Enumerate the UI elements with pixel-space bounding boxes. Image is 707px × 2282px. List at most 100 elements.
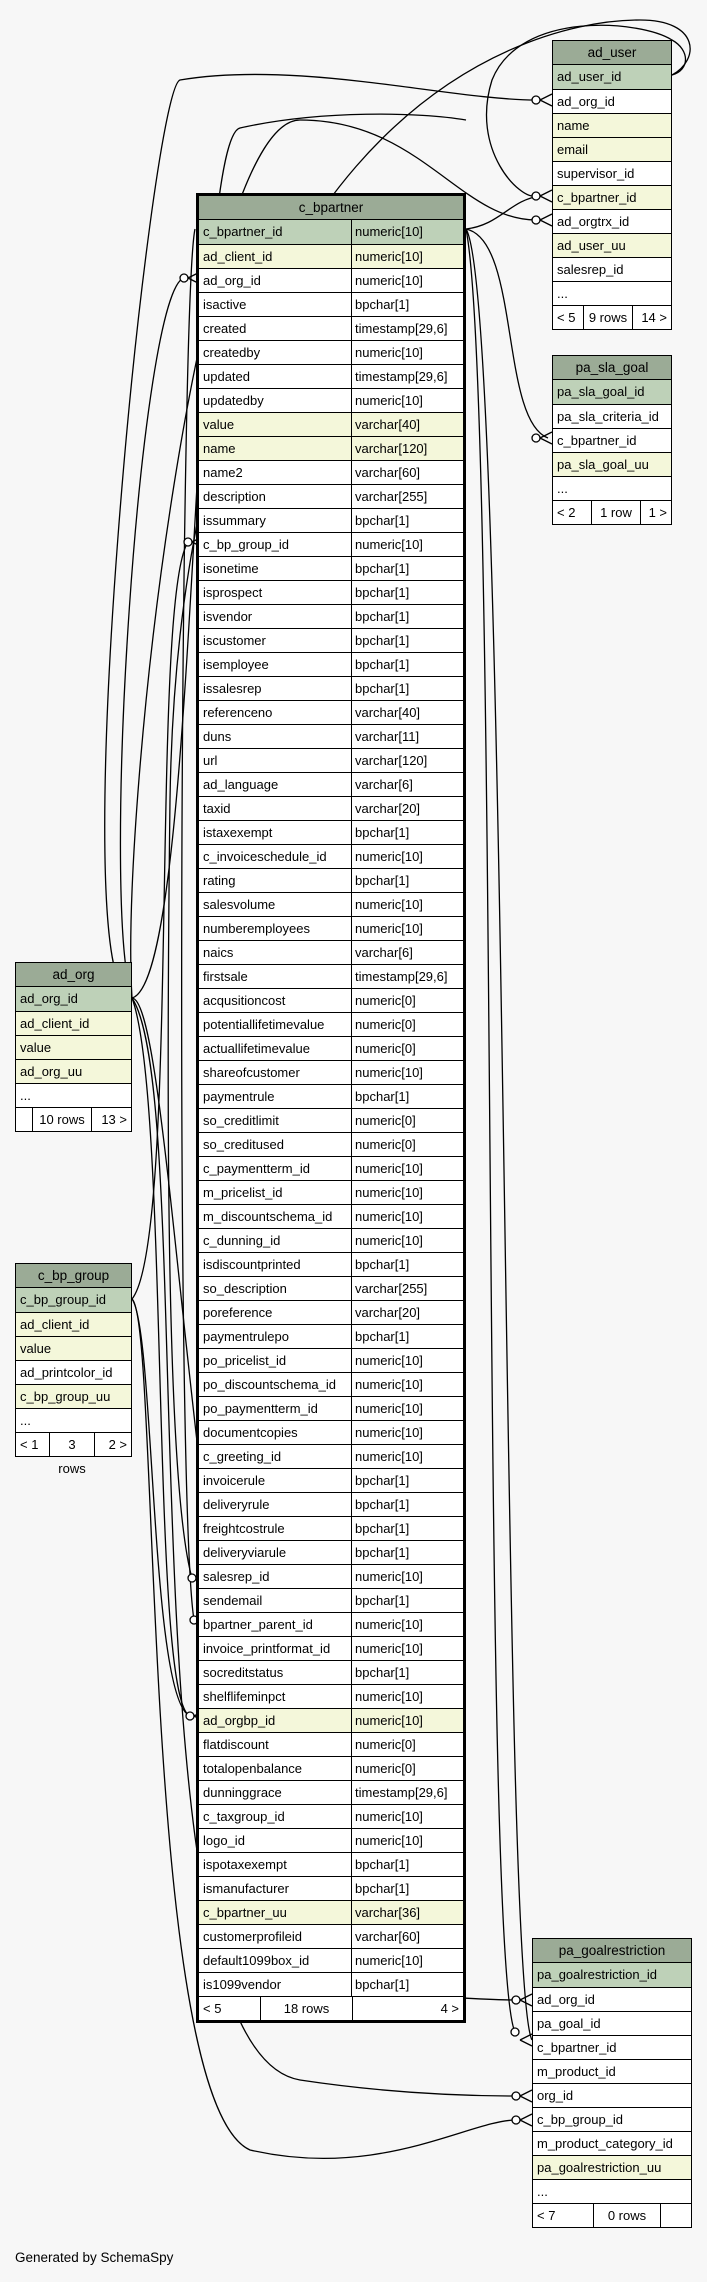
footer-children[interactable]: 4 > — [440, 2001, 459, 2016]
footer-parents[interactable]: < 5 — [203, 2001, 222, 2016]
column-row[interactable]: c_bp_group_id — [533, 2107, 691, 2131]
column-row[interactable]: ad_orgtrx_id — [553, 209, 671, 233]
column-row[interactable]: c_bp_group_uu — [16, 1384, 131, 1408]
footer-parents[interactable]: < 2 — [557, 505, 576, 520]
column-row[interactable]: ad_org_id — [16, 987, 131, 1011]
column-row[interactable]: ad_client_id — [16, 1312, 131, 1336]
column-row[interactable]: pa_sla_criteria_id — [553, 404, 671, 428]
footer-parents[interactable]: < 5 — [557, 310, 576, 325]
column-row[interactable]: org_id — [533, 2083, 691, 2107]
column-row[interactable]: c_bpartner_id — [553, 185, 671, 209]
column-row[interactable]: c_bpartner_id — [533, 2035, 691, 2059]
column-row[interactable]: value — [16, 1035, 131, 1059]
footer-children[interactable]: 13 > — [101, 1112, 127, 1127]
column-row[interactable]: ... — [16, 1408, 131, 1432]
column-row[interactable]: supervisor_id — [553, 161, 671, 185]
column-row[interactable]: ad_user_uu — [553, 233, 671, 257]
column-row[interactable]: ad_org_id — [533, 1987, 691, 2011]
footer-children[interactable] — [661, 2204, 691, 2227]
footer-parents[interactable]: < 1 — [20, 1437, 39, 1452]
column-row[interactable]: ad_user_id — [553, 65, 671, 89]
column-row[interactable]: c_bp_group_id — [16, 1288, 131, 1312]
column-row[interactable]: ... — [553, 281, 671, 305]
column-row[interactable]: ad_client_id — [16, 1011, 131, 1035]
column-row[interactable]: email — [553, 137, 671, 161]
column-row[interactable]: c_bpartner_id — [553, 428, 671, 452]
table-pa-goalrestriction[interactable]: pa_goalrestriction pa_goalrestriction_id… — [532, 1938, 692, 2228]
column-row[interactable]: pa_goal_id — [533, 2011, 691, 2035]
footer-parents[interactable] — [16, 1108, 32, 1131]
column-row[interactable]: m_product_id — [533, 2059, 691, 2083]
column-row[interactable]: value — [16, 1336, 131, 1360]
column-row[interactable]: pa_sla_goal_id — [553, 380, 671, 404]
column-row[interactable]: ... — [533, 2179, 691, 2203]
footer-children[interactable]: 1 > — [648, 505, 667, 520]
column-row[interactable]: ad_printcolor_id — [16, 1360, 131, 1384]
column-row[interactable]: salesrep_id — [553, 257, 671, 281]
footer-children[interactable]: 14 > — [641, 310, 667, 325]
column-row[interactable]: m_product_category_id — [533, 2131, 691, 2155]
footer-children[interactable]: 2 > — [108, 1437, 127, 1452]
